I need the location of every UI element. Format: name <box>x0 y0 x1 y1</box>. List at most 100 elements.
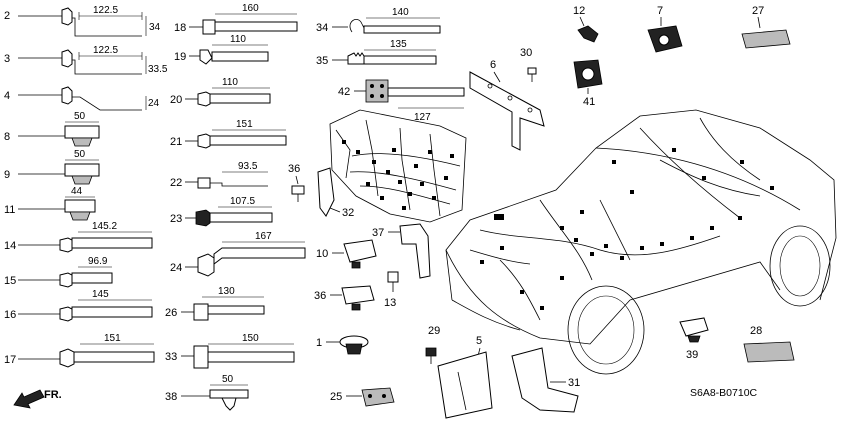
callout-16: 16 <box>4 309 16 321</box>
dim-18: 160 <box>242 3 259 14</box>
callout-26: 26 <box>165 307 177 319</box>
callout-33: 33 <box>165 351 177 363</box>
item-20: 20 110 <box>170 77 271 107</box>
callout-39: 39 <box>686 349 698 361</box>
item-14: 14 145.2 <box>4 221 153 253</box>
callout-1: 1 <box>316 337 322 349</box>
item-41: 41 <box>573 59 603 108</box>
callout-41: 41 <box>583 96 595 108</box>
dim-23: 107.5 <box>230 196 255 207</box>
callout-5: 5 <box>476 335 482 347</box>
item-21: 21 151 <box>170 119 287 149</box>
dim2-2: 34 <box>149 22 161 33</box>
callout-15: 15 <box>4 275 16 287</box>
dim2-4: 24 <box>148 98 160 109</box>
item-9: 9 50 <box>4 149 100 185</box>
callout-35: 35 <box>316 55 328 67</box>
item-30: 30 <box>520 47 537 82</box>
item-17: 17 151 <box>4 333 155 368</box>
callout-8: 8 <box>4 131 10 143</box>
callout-32: 32 <box>342 207 354 219</box>
dim-33: 150 <box>242 333 259 344</box>
callout-14: 14 <box>4 240 16 252</box>
dim2-3: 33.5 <box>148 64 168 75</box>
callout-11: 11 <box>4 204 15 216</box>
dim-22: 93.5 <box>238 161 258 172</box>
callout-6: 6 <box>490 59 496 71</box>
item-16: 16 145 <box>4 289 153 322</box>
dim-8: 50 <box>74 111 86 122</box>
dim-20: 110 <box>222 77 238 88</box>
callout-4: 4 <box>4 90 10 102</box>
dim-26: 130 <box>218 286 235 297</box>
item-34: 34 140 <box>316 7 441 34</box>
item-1: 1 <box>316 335 369 355</box>
callout-38: 38 <box>165 391 177 403</box>
item-12: 12 <box>573 5 599 43</box>
front-label: FR. <box>44 389 62 401</box>
dim-24: 167 <box>255 231 272 242</box>
item-42: 42 127 <box>338 79 465 123</box>
item-36-upper: 36 <box>288 163 305 202</box>
item-22: 22 93.5 <box>170 161 268 189</box>
callout-25: 25 <box>330 391 342 403</box>
item-39: 39 <box>679 317 709 361</box>
item-2: 2 122.5 34 <box>4 5 161 37</box>
callout-2: 2 <box>4 10 10 22</box>
callout-21: 21 <box>170 136 182 148</box>
dim-9: 50 <box>74 149 86 160</box>
callout-22: 22 <box>170 177 182 189</box>
item-11: 11 44 <box>4 186 96 221</box>
callout-37: 37 <box>372 227 384 239</box>
item-31: 31 <box>511 347 580 413</box>
item-10: 10 <box>316 239 377 269</box>
item-5: 5 <box>437 335 493 419</box>
dim-35: 135 <box>390 39 407 50</box>
item-29: 29 <box>425 325 440 364</box>
callout-13: 36 <box>314 290 326 302</box>
dim-15: 96.9 <box>88 256 108 267</box>
dashboard-harness <box>329 109 467 223</box>
item-32: 32 <box>317 167 354 219</box>
callout-3: 3 <box>4 53 10 65</box>
callout-18: 18 <box>174 22 186 34</box>
item-15: 15 96.9 <box>4 256 113 288</box>
dim-21: 151 <box>236 119 253 130</box>
item-13: 36 <box>314 285 375 311</box>
item-36-lower: 13 <box>384 271 399 309</box>
item-23: 23 107.5 <box>170 196 273 227</box>
callout-12: 12 <box>573 5 585 17</box>
callout-27: 27 <box>752 5 764 17</box>
item-28: 28 <box>743 325 795 363</box>
item-38: 38 50 <box>165 374 249 411</box>
dim-34: 140 <box>392 7 409 18</box>
callout-30: 30 <box>520 47 532 59</box>
dim-14: 145.2 <box>92 221 117 232</box>
item-4: 4 24 <box>4 86 160 111</box>
item-3: 3 122.5 33.5 <box>4 45 168 75</box>
callout-9: 9 <box>4 169 10 181</box>
callout-7: 7 <box>657 5 663 17</box>
dim-19: 110 <box>230 34 246 45</box>
dim-42: 127 <box>414 112 431 123</box>
item-6: 6 <box>469 59 545 151</box>
callout-24: 24 <box>170 262 182 274</box>
callout-10: 10 <box>316 248 328 260</box>
item-7: 7 <box>647 5 683 53</box>
dim-38: 50 <box>222 374 234 385</box>
item-27: 27 <box>741 5 791 49</box>
callout-31: 31 <box>568 377 580 389</box>
callout-36-lower: 13 <box>384 297 396 309</box>
item-35: 35 135 <box>316 39 437 67</box>
callout-23: 23 <box>170 213 182 225</box>
item-8: 8 50 <box>4 111 100 147</box>
callout-19: 19 <box>174 51 186 63</box>
front-arrow: FR. <box>13 389 62 409</box>
callout-34: 34 <box>316 22 328 34</box>
callout-28: 28 <box>750 325 762 337</box>
callout-20: 20 <box>170 94 182 106</box>
item-24: 24 167 <box>170 231 306 277</box>
diagram-code: S6A8-B0710C <box>690 387 758 399</box>
item-25: 25 <box>330 387 395 407</box>
